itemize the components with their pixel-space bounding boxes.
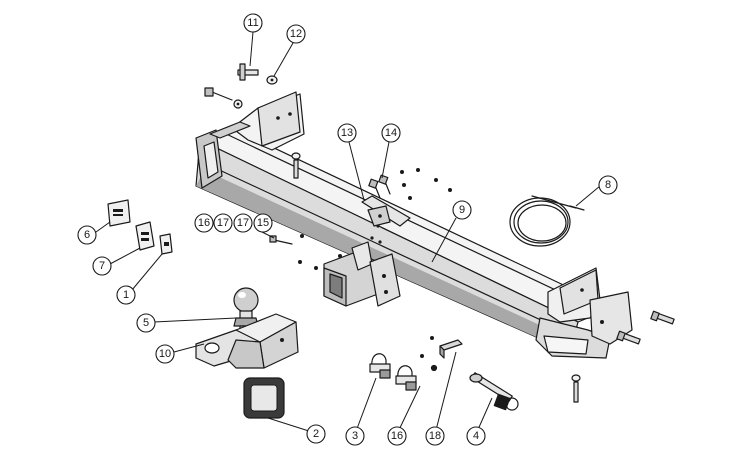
right-bolts [571, 310, 675, 403]
washer [266, 75, 278, 85]
callout-label: 7 [99, 260, 105, 272]
vertical-bolt [291, 152, 301, 179]
hardware-dots [298, 168, 452, 358]
callout-8: 8 [598, 175, 618, 195]
hitch-pin [469, 372, 519, 411]
callout-2: 2 [306, 424, 326, 444]
callout-18: 18 [425, 426, 445, 446]
shackle-2 [395, 365, 417, 391]
callout-label: 5 [143, 317, 149, 329]
center-bracket [361, 195, 411, 227]
callout-label: 18 [429, 430, 441, 442]
crossbar-hole [378, 240, 382, 244]
receiver-cover [243, 377, 285, 419]
crossbar-hole [370, 236, 374, 240]
bolt [237, 63, 259, 81]
callout-5: 5 [136, 313, 156, 333]
callout-label: 3 [352, 430, 358, 442]
callout-label: 2 [313, 428, 319, 440]
callout-10: 10 [155, 344, 175, 364]
callout-14: 14 [381, 123, 401, 143]
callout-label: 14 [385, 127, 397, 139]
label-plate-small [159, 233, 173, 255]
callout-13: 13 [337, 123, 357, 143]
lower-bracket [439, 339, 463, 359]
callout-label: 17 [237, 217, 249, 229]
callout-4: 4 [466, 426, 486, 446]
callout-label: 17 [217, 217, 229, 229]
label-plate-top [107, 199, 131, 227]
callout-7: 7 [92, 256, 112, 276]
callout-6: 6 [77, 225, 97, 245]
callout-label: 10 [159, 348, 171, 360]
receiver-tube [323, 241, 401, 307]
lower-washer [430, 364, 438, 372]
callout-label: 13 [341, 127, 353, 139]
wire-coil [509, 195, 585, 247]
upper-left-bolts [204, 87, 243, 109]
callout-17-first: 17 [213, 213, 233, 233]
callout-label: 9 [459, 204, 465, 216]
shackle-1 [369, 353, 391, 379]
callout-16-lower: 16 [387, 426, 407, 446]
left-mount-bracket [209, 91, 305, 151]
callout-label: 12 [290, 28, 302, 40]
center-bolts [368, 174, 391, 199]
crossbar-left-endcap-face [203, 141, 219, 179]
callout-label: 8 [605, 179, 611, 191]
leader-lines [95, 31, 601, 435]
callout-15: 15 [253, 213, 273, 233]
crossbar-top-line [221, 131, 603, 313]
small-bolt [269, 235, 293, 245]
callout-label: 16 [391, 430, 403, 442]
callout-label: 11 [247, 17, 258, 29]
callout-9: 9 [452, 200, 472, 220]
callout-3: 3 [345, 426, 365, 446]
callout-label: 15 [257, 217, 269, 229]
callout-label: 1 [123, 289, 129, 301]
callout-1: 1 [116, 285, 136, 305]
crossbar-edge-line [197, 159, 576, 337]
callout-11: 11 [243, 13, 263, 33]
callout-label: 6 [84, 229, 90, 241]
callout-16-upper: 16 [194, 213, 214, 233]
right-mount-bracket [547, 267, 633, 345]
callout-17-second: 17 [233, 213, 253, 233]
callout-label: 4 [473, 430, 479, 442]
callout-12: 12 [286, 24, 306, 44]
crossbar-right-endcap-face [543, 335, 589, 355]
ball-mount [195, 313, 299, 369]
label-plate-middle [135, 221, 155, 251]
callout-label: 16 [198, 217, 210, 229]
